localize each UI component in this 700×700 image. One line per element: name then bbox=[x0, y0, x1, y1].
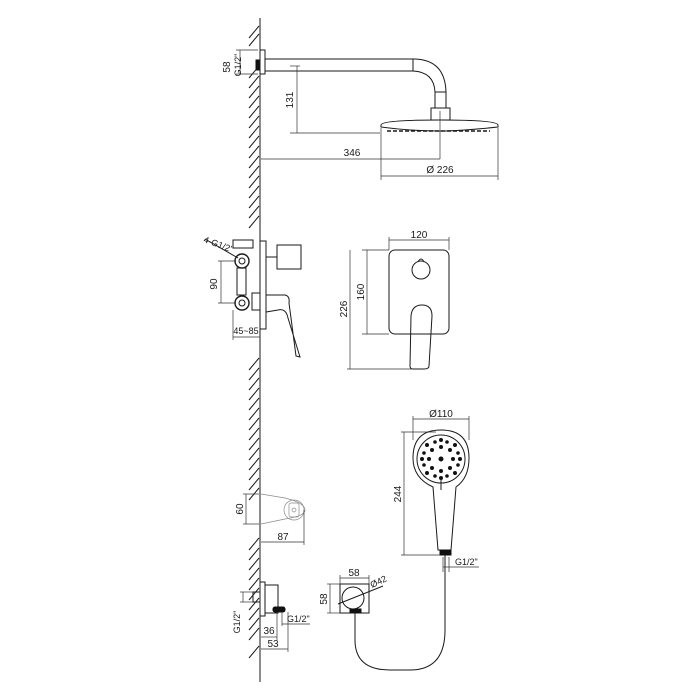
dim-plate-width: 120 bbox=[411, 230, 428, 241]
dim-depth-range: 45~85 bbox=[233, 326, 258, 336]
dim-flange-height: 58 bbox=[222, 61, 233, 73]
dim-outlet-total-depth: 53 bbox=[267, 639, 279, 650]
dim-inlet-spacing: 90 bbox=[209, 278, 220, 290]
dim-plate-height: 160 bbox=[356, 283, 367, 300]
dim-hand-thread: G1/2" bbox=[455, 557, 478, 567]
wall-hatching bbox=[248, 25, 260, 659]
dim-inlets: 4-G1/2" bbox=[202, 234, 234, 254]
dim-outlet-depth: 36 bbox=[263, 626, 275, 637]
wall bbox=[248, 18, 261, 682]
bath-spout: 60 87 bbox=[235, 493, 306, 545]
dim-outlet-height: 58 bbox=[319, 593, 330, 605]
dim-spout-projection: 87 bbox=[277, 532, 289, 543]
dim-total-height: 226 bbox=[339, 300, 350, 317]
hand-shower: Ø110 244 G1/2" bbox=[354, 409, 479, 671]
mixer-front-view: 120 160 226 bbox=[339, 230, 450, 370]
dim-outlet-width: 58 bbox=[348, 568, 360, 579]
spray-nozzles bbox=[420, 438, 462, 480]
dim-projection: 346 bbox=[344, 148, 361, 159]
wall-outlet-front-view: Ø42 58 58 bbox=[319, 568, 388, 614]
dim-flange-thread: G1/2" bbox=[233, 54, 243, 77]
dim-outlet-thread: G1/2" bbox=[287, 614, 310, 624]
dim-outlet-inlet-thread: G1/2" bbox=[232, 611, 242, 634]
dim-hand-length: 244 bbox=[393, 485, 404, 502]
dim-drop: 131 bbox=[285, 91, 296, 108]
dim-hand-diameter: Ø110 bbox=[429, 409, 453, 420]
mixer-side-view: 4-G1/2" 90 45~85 bbox=[202, 234, 302, 358]
dim-spout-height: 60 bbox=[235, 503, 246, 515]
dim-head-diameter: Ø 226 bbox=[426, 165, 454, 176]
rain-shower-side-view: 58 G1/2" 131 346 Ø 226 bbox=[222, 49, 499, 180]
wall-outlet-side-view: G1/2" G1/2" 36 53 bbox=[232, 581, 310, 652]
